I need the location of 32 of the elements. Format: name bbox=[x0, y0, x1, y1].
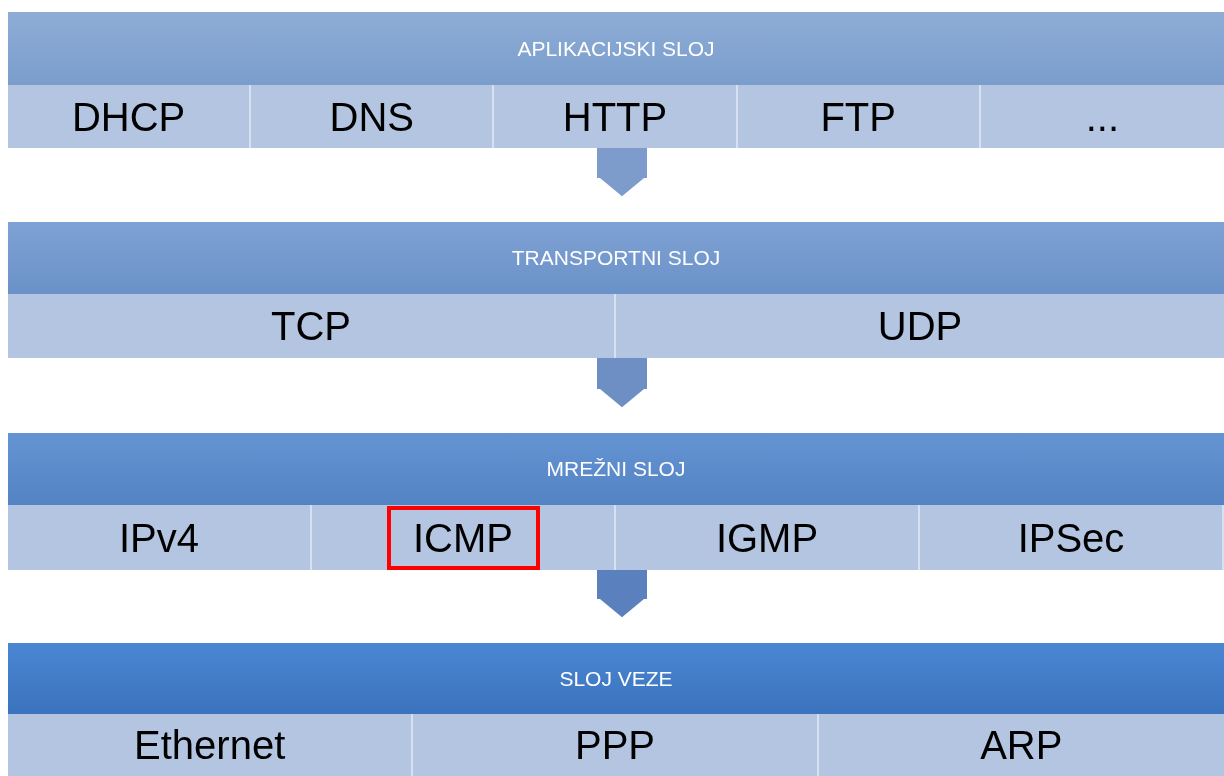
protocol-cell bbox=[312, 505, 616, 570]
protocol-cell bbox=[413, 714, 819, 776]
protocol-name: TCP bbox=[271, 304, 351, 348]
protocol-cell bbox=[8, 505, 312, 570]
protocol-name: ... bbox=[1085, 94, 1120, 139]
protocol-name: Ethernet bbox=[134, 723, 286, 767]
layer-band bbox=[8, 222, 1224, 358]
protocol-name: IPv4 bbox=[118, 515, 199, 560]
layer-title: MREŽNI SLOJ bbox=[546, 457, 686, 481]
layer-band bbox=[8, 12, 1224, 148]
layer-title: TRANSPORTNI SLOJ bbox=[511, 246, 721, 270]
protocol-name: DHCP bbox=[71, 94, 186, 139]
layer-title: SLOJ VEZE bbox=[559, 666, 673, 691]
protocol-cell bbox=[616, 505, 920, 570]
protocol-name: UDP bbox=[877, 304, 963, 348]
protocol-name: DNS bbox=[329, 94, 414, 139]
layer-band bbox=[8, 433, 1224, 570]
block-arrow bbox=[597, 570, 647, 618]
protocol-name: HTTP bbox=[562, 94, 668, 139]
protocol-cell bbox=[8, 714, 414, 776]
protocol-name: PPP bbox=[574, 723, 655, 767]
protocol-name: ICMP bbox=[413, 515, 513, 560]
protocol-cell bbox=[818, 714, 1224, 776]
block-arrow bbox=[597, 148, 647, 197]
protocol-name: ARP bbox=[980, 723, 1063, 767]
protocol-cell bbox=[920, 505, 1224, 570]
block-arrow bbox=[597, 358, 647, 408]
protocol-name: IGMP bbox=[715, 515, 819, 560]
protocol-name: FTP bbox=[820, 94, 896, 139]
layer-title: APLIKACIJSKI SLOJ bbox=[517, 36, 715, 61]
layer-band bbox=[8, 643, 1224, 776]
protocol-name: IPSec bbox=[1017, 515, 1125, 560]
